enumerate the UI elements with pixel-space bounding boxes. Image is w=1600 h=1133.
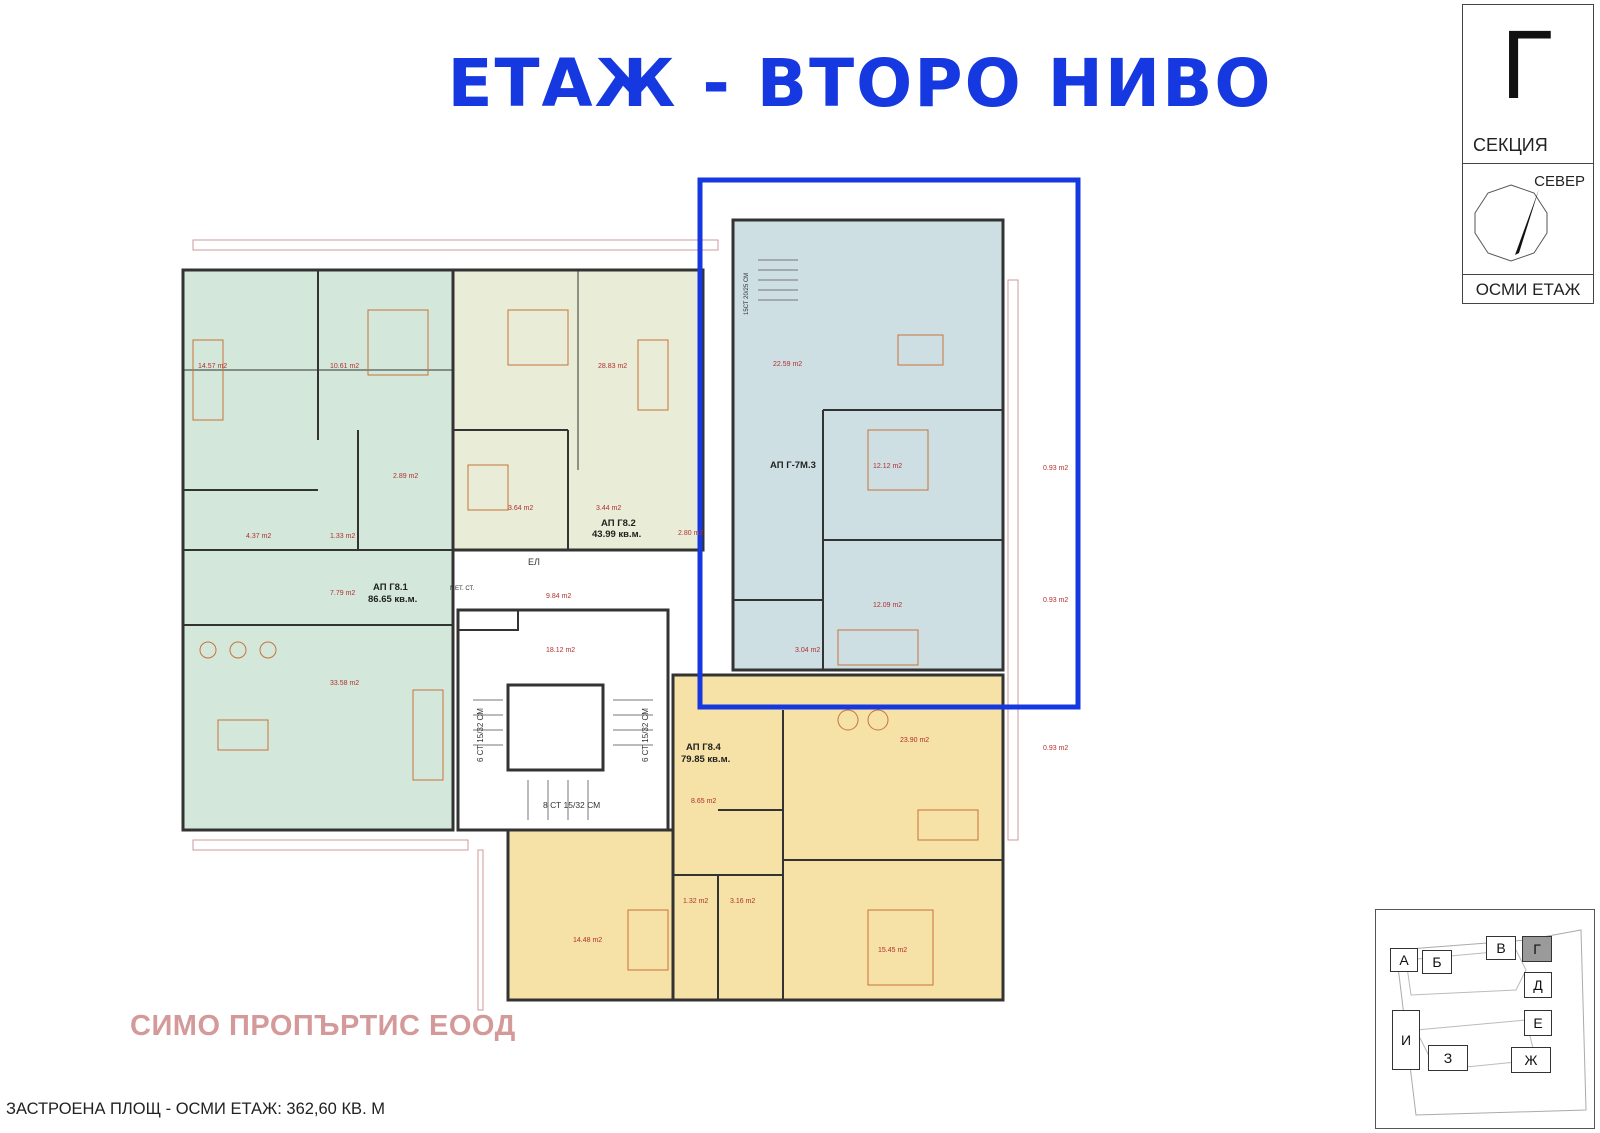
room-area: 1.32 m2 xyxy=(683,898,708,905)
room-area: 7.79 m2 xyxy=(330,590,355,597)
room-area: 2.89 m2 xyxy=(393,473,418,480)
stair-label-left: 6 СТ 15/32 СМ xyxy=(476,708,485,762)
section-label: СЕКЦИЯ xyxy=(1473,135,1548,155)
room-area: 2.80 m2 xyxy=(678,530,703,537)
highlighted-apartment-outline xyxy=(697,177,1081,710)
floor-plan: АП Г8.1 86.65 кв.м. АП Г8.2 43.99 кв.м. … xyxy=(181,177,1081,1011)
page-title: ЕТАЖ - ВТОРО НИВО xyxy=(447,45,1273,122)
room-area: 28.83 m2 xyxy=(598,363,627,370)
room-area: 10.61 m2 xyxy=(330,363,359,370)
room-area: 3.44 m2 xyxy=(596,505,621,512)
room-area: 1.33 m2 xyxy=(330,533,355,540)
room-area: 18.12 m2 xyxy=(546,647,575,654)
stair-label-upper: 15СТ 20/25 СМ xyxy=(744,273,750,315)
north-arrow-icon xyxy=(1474,184,1548,262)
room-area: 14.57 m2 xyxy=(198,363,227,370)
apartment-g81[interactable] xyxy=(181,268,455,832)
apartment-label-g84-area: 79.85 кв.м. xyxy=(681,754,730,765)
apartment-label-g82-area: 43.99 кв.м. xyxy=(592,529,641,540)
room-area: 0.93 m2 xyxy=(1043,597,1068,604)
room-area: 22.59 m2 xyxy=(773,361,802,368)
apartment-label-g82-name: АП Г8.2 xyxy=(601,518,636,529)
apartment-label-g7m3-name: АП Г-7М.3 xyxy=(770,460,816,471)
section-info-box: Г СЕКЦИЯ СЕВЕР ОСМИ ЕТАЖ xyxy=(1462,4,1594,304)
key-section-highlighted: Г xyxy=(1522,936,1552,962)
key-section: Ж xyxy=(1511,1047,1551,1073)
stair-label-bottom: 8 СТ 15/32 СМ xyxy=(543,800,600,810)
company-name: СИМО ПРОПЪРТИС ЕООД xyxy=(130,1010,516,1042)
balcony-rails xyxy=(192,239,1019,1011)
key-section: В xyxy=(1486,936,1516,960)
key-section: А xyxy=(1390,948,1418,972)
room-area: 0.93 m2 xyxy=(1043,745,1068,752)
room-area: 14.48 m2 xyxy=(573,937,602,944)
room-area: 8.65 m2 xyxy=(691,798,716,805)
apartment-label-g84-name: АП Г8.4 xyxy=(686,742,722,753)
room-area: 33.58 m2 xyxy=(330,680,359,687)
floor-label: ОСМИ ЕТАЖ xyxy=(1475,280,1581,299)
key-section: Е xyxy=(1524,1010,1552,1036)
key-section: Д xyxy=(1524,972,1552,998)
room-area: 3.04 m2 xyxy=(795,647,820,654)
room-labels: 14.57 m2 10.61 m2 2.89 m2 4.37 m2 1.33 m… xyxy=(198,361,1068,954)
key-section: И xyxy=(1392,1010,1420,1070)
room-area: 3.16 m2 xyxy=(730,898,755,905)
room-area: 12.12 m2 xyxy=(873,463,902,470)
room-area: 4.37 m2 xyxy=(246,533,271,540)
divider xyxy=(1463,163,1593,164)
built-area-text: ЗАСТРОЕНА ПЛОЩ - ОСМИ ЕТАЖ: 362,60 КВ. М xyxy=(6,1100,385,1118)
room-area: 23.90 m2 xyxy=(900,737,929,744)
room-area: 3.64 m2 xyxy=(508,505,533,512)
room-area: 0.93 m2 xyxy=(1043,465,1068,472)
key-section: Б xyxy=(1422,950,1452,974)
apartment-g82[interactable] xyxy=(451,268,705,552)
divider xyxy=(1463,274,1593,275)
apartment-g84[interactable] xyxy=(506,673,1005,1002)
apartment-label-g81-area: 86.65 кв.м. xyxy=(368,594,417,605)
room-area: 15.45 m2 xyxy=(878,947,907,954)
section-letter: Г xyxy=(1499,13,1557,120)
room-area: 9.84 m2 xyxy=(546,593,571,600)
stair-core xyxy=(456,608,670,832)
apartment-label-g81-name: АП Г8.1 xyxy=(373,582,409,593)
elevator-label: ЕЛ xyxy=(528,557,540,567)
meter-label: МЕТ. СТ. xyxy=(450,586,474,592)
room-area: 12.09 m2 xyxy=(873,602,902,609)
apartment-g7m3[interactable] xyxy=(731,218,1005,672)
north-label: СЕВЕР xyxy=(1534,173,1585,190)
key-section: З xyxy=(1428,1045,1468,1071)
stair-label-right: 6 СТ 15/32 СМ xyxy=(641,708,650,762)
section-key-map: А Б В Г Д Е Ж З И xyxy=(1375,909,1595,1129)
